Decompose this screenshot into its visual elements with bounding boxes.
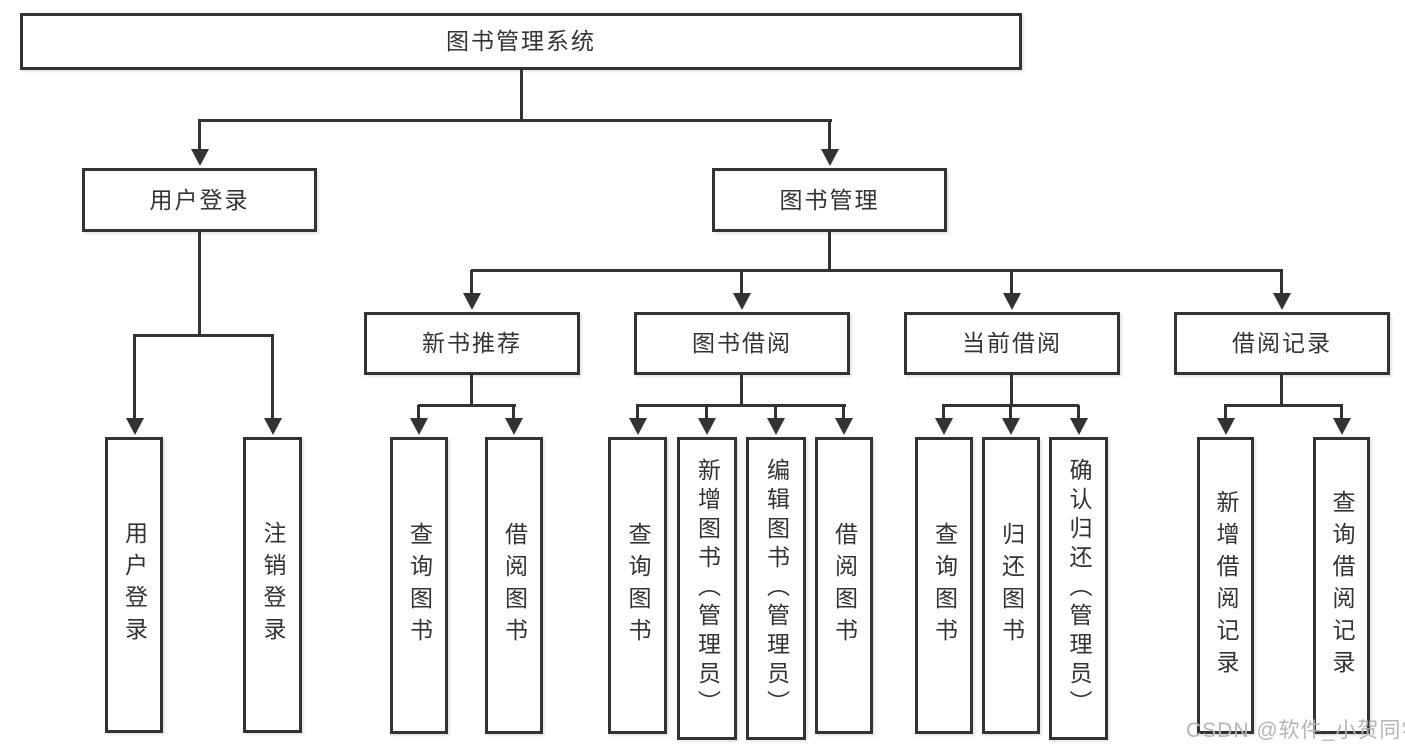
connector-arrow [263, 335, 282, 435]
node-user-login: 用户登录 [82, 168, 317, 232]
connector-line [1280, 375, 1283, 405]
node-borrowing-records: 借阅记录 [1174, 312, 1390, 375]
leaf-cb-return-books: 归还图书 [982, 437, 1040, 734]
connector-arrow [820, 120, 839, 166]
leaf-nbr-borrow-books: 借阅图书 [485, 437, 543, 734]
connector-arrow [1272, 270, 1291, 310]
connector-line [1224, 404, 1343, 407]
connector-arrow [1216, 405, 1235, 435]
csdn-watermark: CSDN @软件_小贺同学 [1186, 719, 1405, 742]
leaf-br-query-record: 查询借阅记录 [1313, 437, 1370, 734]
node-book-management: 图书管理 [712, 168, 947, 232]
node-book-borrowing: 图书借阅 [634, 312, 850, 375]
connector-line [471, 269, 1283, 272]
connector-arrow [125, 335, 144, 435]
node-new-book-recommend: 新书推荐 [364, 312, 580, 375]
connector-arrow [462, 270, 481, 310]
connector-arrow [834, 405, 853, 435]
connector-line [740, 375, 743, 405]
leaf-user-login: 用户登录 [105, 437, 163, 733]
connector-line [198, 232, 201, 335]
connector-arrow [409, 405, 428, 435]
leaf-bb-edit-books-admin: 编辑图书（管理员） [746, 437, 806, 740]
leaf-cb-query-books: 查询图书 [915, 437, 973, 734]
leaf-bb-borrow-books: 借阅图书 [815, 437, 873, 734]
connector-line [470, 375, 473, 405]
connector-arrow [766, 405, 785, 435]
leaf-bb-add-books-admin: 新增图书（管理员） [677, 437, 737, 740]
leaf-cb-confirm-return-admin: 确认归还（管理员） [1049, 437, 1108, 740]
connector-line [828, 232, 831, 272]
connector-line [1010, 375, 1013, 405]
connector-arrow [1001, 405, 1020, 435]
connector-line [636, 404, 846, 407]
node-book-management-system: 图书管理系统 [20, 13, 1022, 70]
leaf-logout: 注销登录 [243, 437, 302, 733]
connector-arrow [697, 405, 716, 435]
connector-arrow [190, 120, 209, 166]
connector-line [133, 334, 274, 337]
leaf-nbr-query-books: 查询图书 [390, 437, 448, 734]
connector-line [520, 70, 523, 120]
connector-arrow [1332, 405, 1351, 435]
connector-arrow [628, 405, 647, 435]
connector-arrow [934, 405, 953, 435]
connector-arrow [732, 270, 751, 310]
leaf-bb-query-books: 查询图书 [608, 437, 667, 734]
node-current-borrowing: 当前借阅 [904, 312, 1120, 375]
connector-arrow [1069, 405, 1088, 435]
connector-arrow [504, 405, 523, 435]
leaf-br-add-record: 新增借阅记录 [1197, 437, 1254, 734]
connector-line [418, 404, 516, 407]
connector-arrow [1002, 270, 1021, 310]
connector-line [198, 119, 832, 122]
